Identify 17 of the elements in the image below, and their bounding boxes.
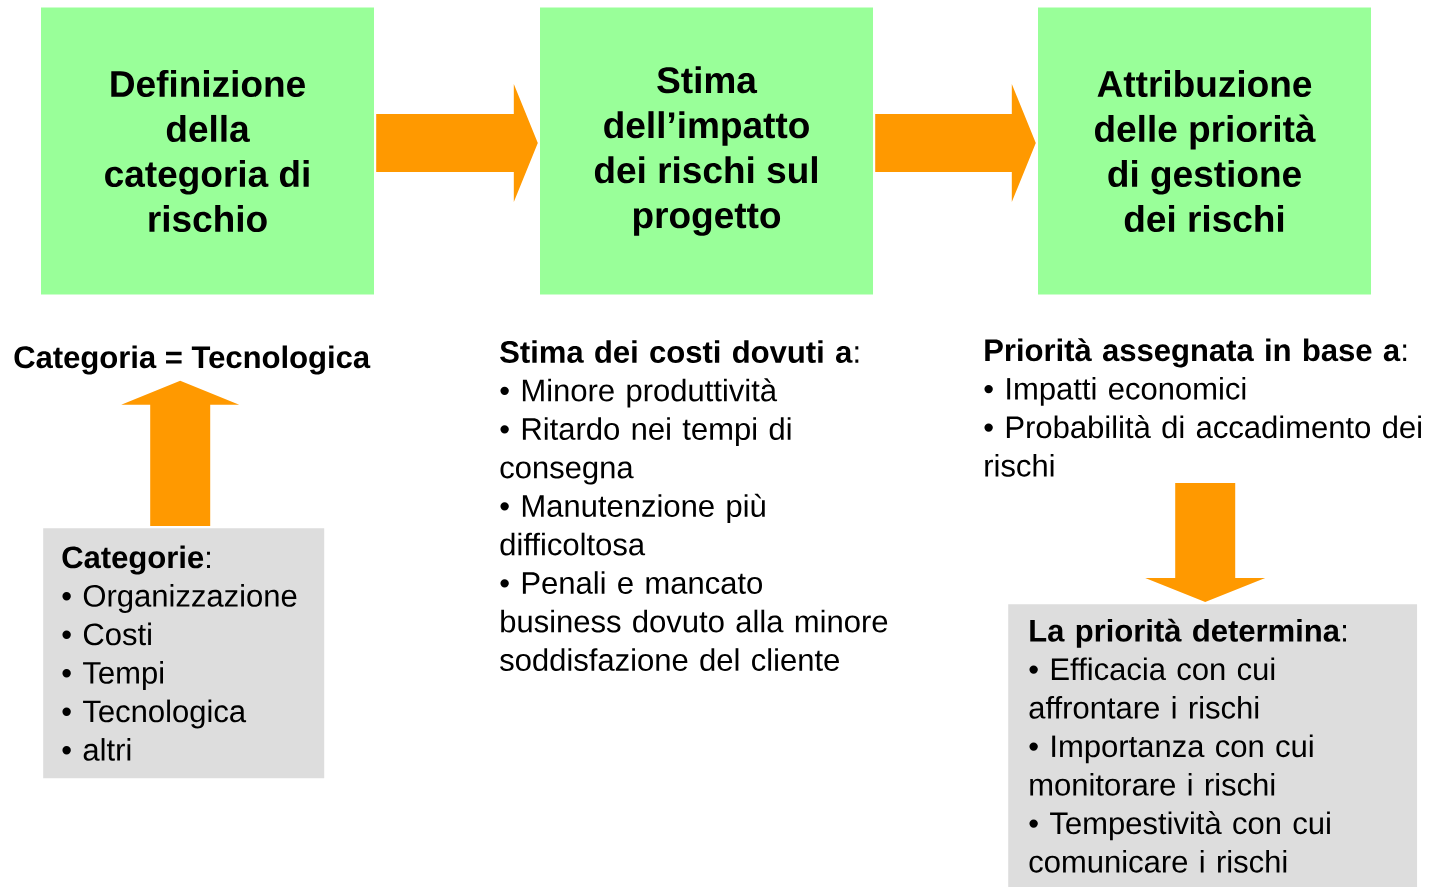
label: • Manutenzione più difficoltosa [500,493,765,556]
block-arrow [875,84,1036,202]
process-box: Attribuzione delle priorità di gestione dei rischi [1038,7,1371,295]
process-box: Definizione della categoria di rischio [41,7,374,295]
priority-text: Priorità assegnata in base a: • Impatti economici • Probabilità di accadimento dei rischi [984,338,1421,477]
block-arrow [1145,482,1266,602]
label: • Ritardo nei tempi di consegna [500,417,791,485]
label: • Penali e mancato business dovuto alla minore soddisfazione del cliente [500,571,888,671]
label: • Minore produttività [500,378,778,408]
result-text: Categoria = Tecnologica [14,345,371,375]
label: Stima dei costi dovuti a: [500,340,859,363]
block-arrow [121,380,240,526]
category-list-box: Categorie: • Organizzazione • Costi • Tempi • Tecnologica • altri [43,528,325,779]
bullet-list-text: Stima dei costi dovuti a: • Minore produttività • Ritardo nei tempi di consegna • Manutenzione più difficoltosa • Penali e mancato business dovuto alla minore soddisfazione del cliente [500,340,888,671]
block-arrow [376,84,538,202]
process-box: Stima dell’impatto dei rischi sul progetto [540,7,873,295]
determination-box: La priorità determina: • Efficacia con cui affrontare i rischi • Importanza con cui monitorare i rischi • Tempestività con cui comunicare i rischi [1008,604,1418,887]
